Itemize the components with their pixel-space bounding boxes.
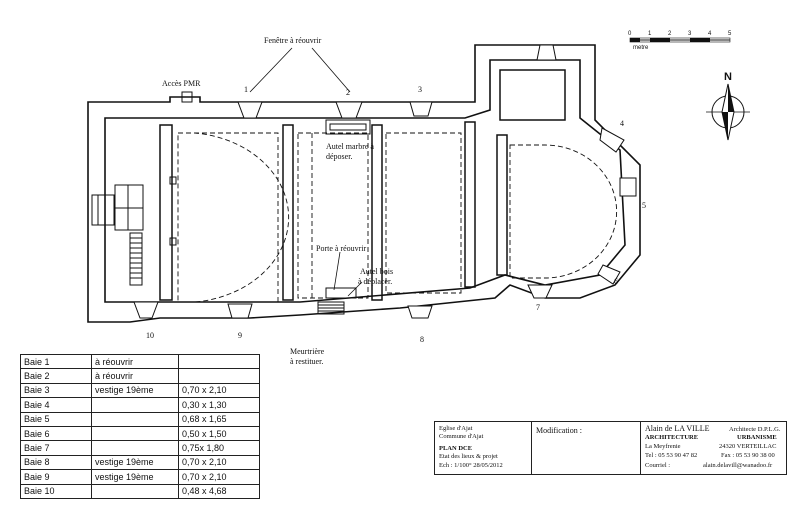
bay-dims: 0,30 x 1,30: [178, 397, 260, 413]
scale-tick: 4: [708, 31, 712, 37]
email-label: Courriel :: [645, 462, 671, 469]
phone: Tel : 05 53 90 47 82: [645, 452, 698, 459]
bay-name: Baie 3: [20, 382, 92, 399]
bay-dims: 0,48 x 4,68: [178, 483, 260, 499]
bay-dims: 0,70 x 2,10: [178, 469, 260, 485]
bay-number: 3: [418, 85, 422, 94]
bay-name: Baie 8: [20, 454, 92, 471]
bay-note: à réouvrir: [91, 368, 179, 384]
west-entrance: [91, 184, 144, 286]
address-2: 24320 VERTEILLAC: [719, 443, 777, 450]
altars: [317, 119, 371, 315]
north-arrow-icon: N: [706, 71, 750, 141]
bay-dims: 0,75x 1,80: [178, 440, 260, 456]
modification-label: Modification :: [536, 426, 582, 435]
north-label: N: [724, 71, 732, 83]
plan-subtitle: Etat des lieux & projet: [439, 453, 498, 460]
bay-name: Baie 4: [20, 397, 92, 413]
email: alain.delavill@wanadoo.fr: [703, 462, 773, 469]
bay-name: Baie 2: [20, 368, 92, 384]
table-row: Baie 5 0,68 x 1,65: [20, 411, 260, 427]
bay-name: Baie 5: [20, 411, 92, 427]
architect-info: Alain de LA VILLE Architecte D.P.L.G. AR…: [641, 422, 786, 474]
label-porte: Porte à réouvrir: [316, 244, 367, 253]
bay-note: [91, 483, 179, 499]
architect-title: Architecte D.P.L.G.: [729, 426, 781, 433]
table-row: Baie 7 0,75x 1,80: [20, 440, 260, 456]
bay-dims: 0,70 x 2,10: [178, 382, 260, 399]
bay-note: [91, 397, 179, 413]
commune: Commune d'Ajat: [439, 433, 484, 440]
architect-name: Alain de LA VILLE: [645, 424, 710, 433]
address-1: La Meyfrenie: [645, 443, 681, 450]
label-autel-marbre: Autel marbre à: [326, 142, 374, 151]
label-acces-pmr: Accès PMR: [162, 79, 201, 88]
bay-note: [91, 411, 179, 427]
bay-note: vestige 19ème: [91, 454, 179, 471]
label-autel-bois-2: à déplacer.: [358, 277, 392, 286]
label-autel-marbre-2: déposer.: [326, 152, 352, 161]
bay-name: Baie 7: [20, 440, 92, 456]
scale-tick: 5: [728, 31, 732, 37]
table-row: Baie 6 0,50 x 1,50: [20, 425, 260, 442]
label-meurtriere: Meurtrière: [290, 347, 325, 356]
bay-name: Baie 9: [20, 469, 92, 485]
bay-note: [91, 425, 179, 442]
plan-title: PLAN DCE: [439, 445, 473, 452]
bay-name: Baie 6: [20, 425, 92, 442]
scale-tick: 2: [668, 31, 672, 37]
vault-outlines: [177, 132, 618, 303]
bay-dims: 0,70 x 2,10: [178, 454, 260, 471]
bay-dims: [178, 353, 260, 370]
scale-tick: 3: [688, 31, 692, 37]
label-fenetre: Fenêtre à réouvrir: [264, 36, 322, 45]
window-embrasures: [133, 44, 637, 319]
scale-tick: 0: [628, 31, 632, 37]
bay-number: 7: [536, 303, 540, 312]
bay-dims: 0,50 x 1,50: [178, 425, 260, 442]
modification-box: Modification :: [532, 422, 641, 474]
project-info: Eglise d'Ajat Commune d'Ajat PLAN DCE Et…: [435, 422, 532, 474]
discipline-urbanisme: URBANISME: [737, 434, 777, 441]
project-name: Eglise d'Ajat: [439, 425, 473, 432]
bay-note: [91, 440, 179, 456]
bay-number: 5: [642, 201, 646, 210]
scale-bar: 0 1 2 3 4 5 metre: [628, 31, 732, 51]
scale-date: Ech : 1/100° 28/05/2012: [439, 462, 503, 469]
title-block: Eglise d'Ajat Commune d'Ajat PLAN DCE Et…: [434, 421, 787, 475]
bay-number: 2: [346, 88, 350, 97]
fax: Fax : 05 53 90 38 00: [721, 452, 775, 459]
label-meurtriere-2: à restituer.: [290, 357, 323, 366]
scale-unit: metre: [633, 45, 649, 51]
bay-number: 8: [420, 335, 424, 344]
bay-note: vestige 19ème: [91, 382, 179, 399]
bay-name: Baie 1: [20, 353, 92, 370]
bay-number: 6: [614, 277, 618, 286]
nave-piers: [159, 69, 566, 301]
bay-dims: 0,68 x 1,65: [178, 411, 260, 427]
table-row: Baie 4 0,30 x 1,30: [20, 397, 260, 413]
bay-number: 9: [238, 331, 242, 340]
discipline-architecture: ARCHITECTURE: [645, 434, 699, 441]
label-autel-bois: Autel bois: [360, 267, 393, 276]
scale-tick: 1: [648, 31, 652, 37]
annotation-leaders: [249, 47, 363, 297]
bay-note: vestige 19ème: [91, 469, 179, 485]
table-row: Baie 10 0,48 x 4,68: [20, 483, 260, 499]
bay-number: 1: [244, 85, 248, 94]
columns: [169, 91, 193, 246]
bay-name: Baie 10: [20, 483, 92, 499]
bay-dims: [178, 368, 260, 384]
bay-note: à réouvrir: [91, 353, 179, 370]
bay-number: 4: [620, 119, 624, 128]
bay-number: 10: [146, 331, 154, 340]
